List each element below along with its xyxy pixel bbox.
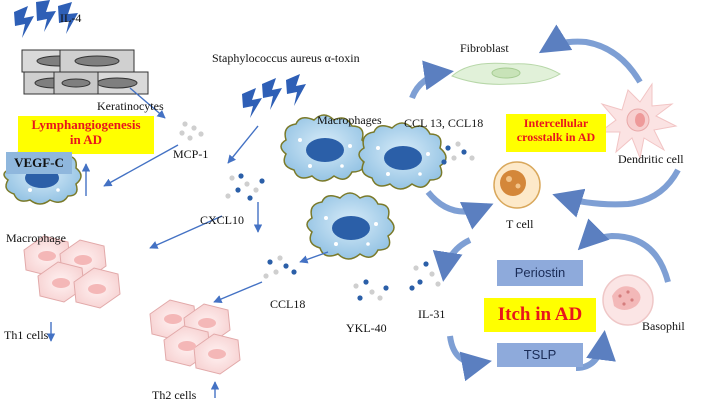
macrophage-cell-icon [280, 114, 369, 182]
chemokine-dots-icon [409, 261, 441, 291]
vegfc-box: VEGF-C [6, 152, 72, 174]
lightning-bolt-icon [242, 74, 306, 118]
itch-in-ad-label: Itch in AD [497, 304, 583, 325]
chemokine-dots-icon [353, 279, 389, 301]
fibroblast-icon [451, 62, 561, 85]
basophil-icon [602, 274, 654, 326]
cxcl10-label: CXCL10 [200, 213, 245, 227]
crosstalk-line1: Intercellular [523, 116, 589, 130]
dendritic-cell-label: Dendritic cell [618, 152, 684, 166]
crosstalk-arrows [409, 24, 681, 382]
crosstalk-box: Intercellular crosstalk in AD [506, 114, 606, 152]
tslp-label: TSLP [523, 347, 557, 362]
chemokine-dots-icon [441, 141, 475, 165]
crosstalk-line2: crosstalk in AD [516, 129, 596, 144]
macrophage-left-label: Macrophage [6, 231, 66, 245]
lymphangiogenesis-box: Lymphangiogenesis in AD [18, 116, 154, 154]
lightning-bolt-icon [14, 0, 78, 38]
ccl13-ccl18-label: CCL 13, CCL18 [404, 116, 484, 130]
pathway-arrows [46, 87, 329, 398]
t-helper-cell-icon [23, 235, 121, 309]
t-helper-cell-icon [149, 299, 241, 375]
mcp1-label: MCP-1 [173, 147, 209, 161]
basophil-label: Basophil [642, 319, 685, 333]
il31-label: IL-31 [418, 307, 446, 321]
lymphangiogenesis-line2: in AD [69, 131, 103, 147]
dendritic-cell-icon [598, 82, 678, 160]
lymphangiogenesis-line1: Lymphangiogenesis [31, 117, 141, 132]
fibroblast-label: Fibroblast [460, 41, 509, 55]
chemokine-dots-icon [225, 173, 265, 201]
ykl40-label: YKL-40 [346, 321, 387, 335]
keratinocyte-cell-icon [21, 49, 149, 95]
ccl18-label: CCL18 [270, 297, 306, 311]
tslp-box: TSLP [497, 343, 583, 367]
staph-toxin-label: Staphylococcus aureus α-toxin [212, 51, 360, 65]
chemokine-dots-icon [263, 255, 297, 279]
t-cell-label: T cell [506, 217, 534, 231]
itch-in-ad-box: Itch in AD [484, 298, 596, 332]
th1-cells-label: Th1 cells [4, 328, 49, 342]
periostin-box: Periostin [497, 260, 583, 286]
keratinocytes-label: Keratinocytes [97, 99, 164, 113]
th2-cells-label: Th2 cells [152, 388, 197, 402]
il4-label: IL-4 [60, 11, 82, 25]
macrophage-cell-icon [306, 192, 395, 260]
t-cell-icon [493, 161, 541, 209]
macrophages-label: Macrophages [317, 113, 382, 127]
chemokine-dots-icon [179, 121, 204, 141]
periostin-label: Periostin [514, 265, 566, 280]
vegfc-label: VEGF-C [14, 155, 64, 170]
macrophage-cell-icon [358, 122, 447, 190]
